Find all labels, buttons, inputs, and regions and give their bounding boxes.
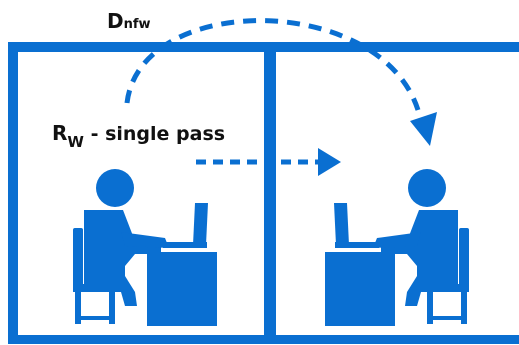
ceiling: [8, 42, 519, 52]
room-walls: [8, 42, 519, 344]
flanking-label-sub: nfw: [124, 17, 151, 32]
direct-label: RW - single pass: [52, 121, 225, 151]
direct-label-main: R: [52, 121, 67, 145]
direct-label-suffix: - single pass: [84, 123, 225, 145]
source-person-icon: [73, 169, 217, 326]
flanking-label: Dnfw: [107, 9, 151, 33]
receiver-person-icon: [325, 169, 469, 326]
direct-label-sub: W: [67, 133, 84, 151]
floor: [8, 335, 519, 344]
partition-wall: [264, 42, 276, 344]
left-wall: [8, 42, 18, 344]
flanking-arrow-path: [124, 18, 421, 111]
flanking-label-main: D: [107, 9, 124, 33]
direct-arrowhead: [318, 148, 341, 176]
flanking-arrowhead: [410, 112, 437, 146]
